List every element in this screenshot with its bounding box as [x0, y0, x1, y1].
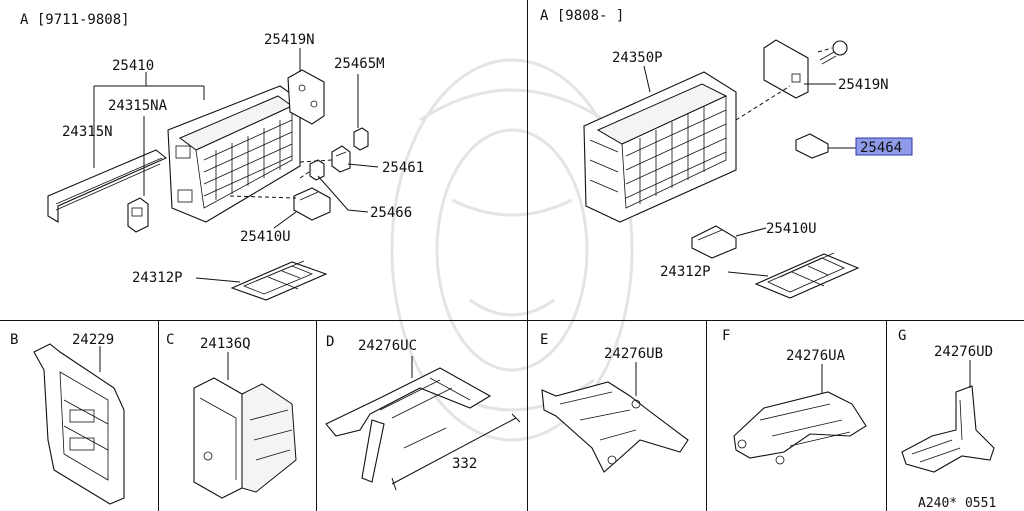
part-25410U-left[interactable]	[293, 187, 331, 221]
label-25461: 25461	[382, 160, 424, 176]
part-25410-fuse-block[interactable]	[167, 85, 301, 223]
panel-a-right: A [9808- ]	[540, 8, 913, 299]
part-24276UC-bracket[interactable]	[325, 367, 492, 483]
footer-code: A240* 0551	[918, 496, 996, 511]
part-24276UA-bracket[interactable]	[733, 391, 867, 465]
panel-f-letter: F	[722, 328, 730, 344]
part-24276UD-bracket[interactable]	[901, 385, 995, 473]
label-24276UD: 24276UD	[934, 344, 993, 360]
label-25464-highlight	[855, 137, 913, 156]
part-24276UB-bracket[interactable]	[541, 381, 689, 473]
label-25410: 25410	[112, 58, 154, 74]
panel-c-letter: C	[166, 332, 174, 348]
panel-e-letter: E	[540, 332, 548, 348]
panel-d: D 24276UC 332	[325, 334, 521, 491]
label-25419N-left: 25419N	[264, 32, 315, 48]
label-24312P-right: 24312P	[660, 264, 711, 280]
part-24312P-left[interactable]	[230, 260, 328, 301]
part-24315NA-clip[interactable]	[127, 197, 149, 233]
panel-g-letter: G	[898, 328, 906, 344]
part-25410U-right[interactable]	[691, 225, 737, 259]
panel-e: E 24276UB	[540, 332, 689, 473]
part-25465M[interactable]	[353, 127, 369, 151]
panel-g: G 24276UD A240* 0551	[898, 328, 996, 511]
dimension-332: 332	[452, 456, 477, 472]
panel-a-left: A [9711-9808]	[20, 12, 424, 301]
panel-b: B 24229	[10, 332, 125, 505]
bolt-icon[interactable]	[819, 40, 848, 65]
part-24312P-right[interactable]	[754, 252, 860, 299]
label-25464[interactable]: 25464	[860, 140, 902, 156]
panel-a-right-header: A [9808- ]	[540, 8, 624, 24]
label-24315NA: 24315NA	[108, 98, 168, 114]
label-24276UC: 24276UC	[358, 338, 417, 354]
part-24229-bracket[interactable]	[33, 343, 125, 505]
label-25410U-right: 25410U	[766, 221, 817, 237]
part-24136Q-cover[interactable]	[193, 377, 297, 499]
label-24350P: 24350P	[612, 50, 663, 66]
label-25466: 25466	[370, 205, 412, 221]
part-25461[interactable]	[331, 145, 351, 173]
panel-f: F 24276UA	[722, 328, 867, 465]
part-25419N-bracket-right[interactable]	[763, 39, 809, 99]
label-24276UB: 24276UB	[604, 346, 663, 362]
label-24276UA: 24276UA	[786, 348, 846, 364]
label-25410U-left: 25410U	[240, 229, 291, 245]
watermark-emblem	[390, 58, 634, 442]
label-24229: 24229	[72, 332, 114, 348]
label-24136Q: 24136Q	[200, 336, 251, 352]
part-24350P-fuse-block[interactable]	[583, 71, 737, 223]
panel-d-letter: D	[326, 334, 334, 350]
panel-b-letter: B	[10, 332, 18, 348]
label-25419N-right: 25419N	[838, 77, 889, 93]
panel-c: C 24136Q	[166, 332, 297, 499]
label-25465M: 25465M	[334, 56, 385, 72]
part-25466[interactable]	[309, 159, 325, 181]
label-24312P-left: 24312P	[132, 270, 183, 286]
part-25464[interactable]	[795, 133, 829, 159]
part-25419N-bracket-left[interactable]	[287, 69, 325, 125]
label-24315N: 24315N	[62, 124, 113, 140]
panel-a-left-header: A [9711-9808]	[20, 12, 130, 28]
